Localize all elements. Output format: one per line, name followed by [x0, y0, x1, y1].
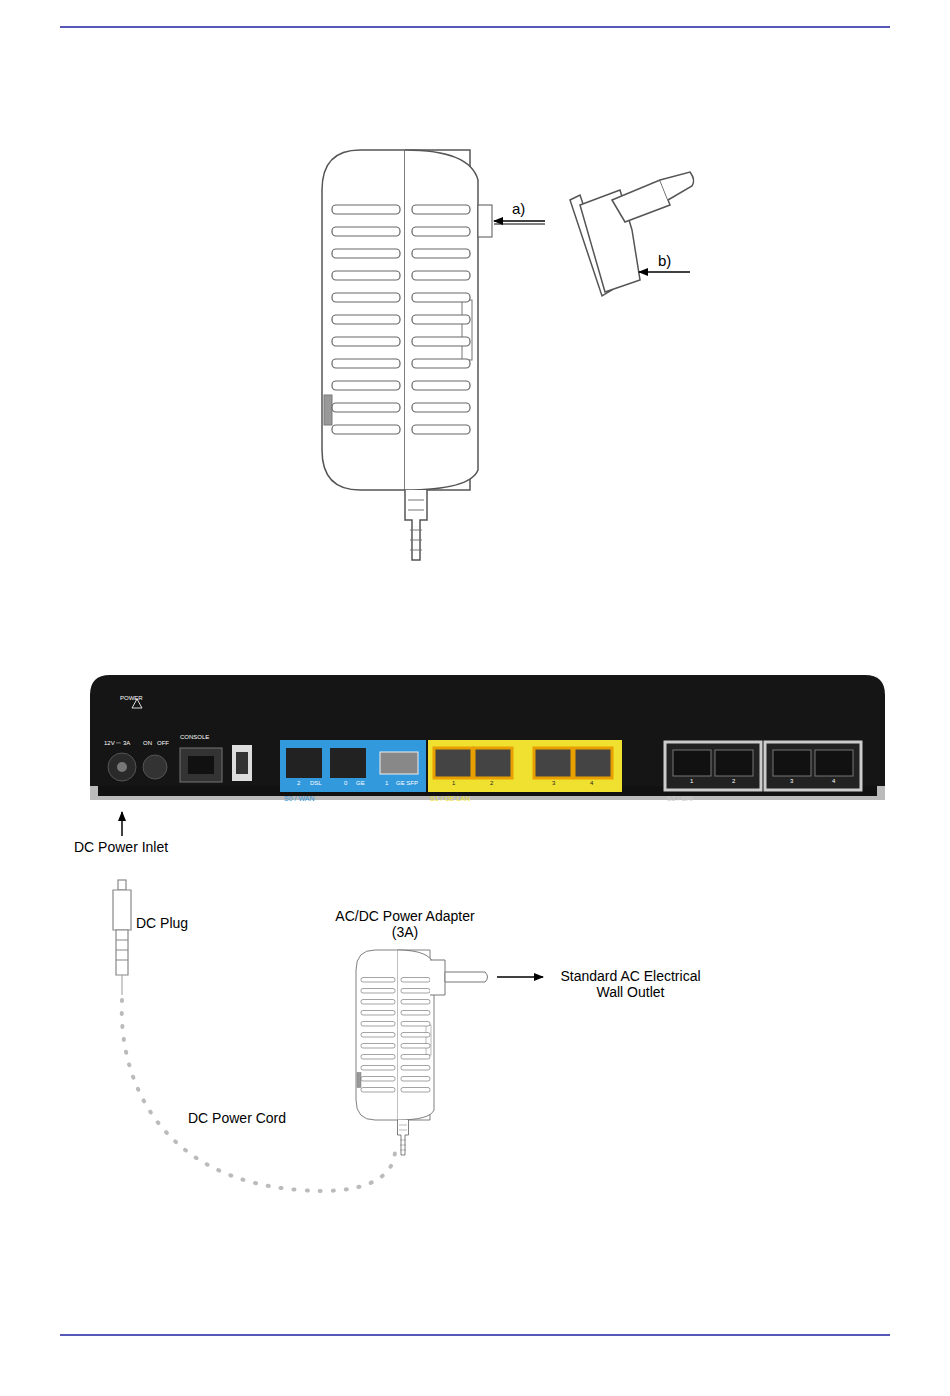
- port-number: 2: [732, 778, 735, 785]
- port-number: 3: [552, 780, 555, 787]
- panel-text: ON: [143, 740, 152, 747]
- port-number: 2: [297, 780, 300, 787]
- port-group-label: S2 / BRI: [667, 795, 693, 803]
- port-number: 3: [790, 778, 793, 785]
- callout-label: AC/DC Power Adapter (3A): [330, 908, 480, 940]
- port-number: 1: [690, 778, 693, 785]
- port-group-label: S1 / GE LAN: [430, 795, 470, 803]
- callout-label: DC Power Cord: [188, 1110, 286, 1126]
- port-number: 4: [832, 778, 835, 785]
- port-number: DSL: [310, 780, 322, 787]
- port-group-label: S0 / WAN: [284, 795, 314, 803]
- port-number: 1: [452, 780, 455, 787]
- port-number: 1: [385, 780, 388, 787]
- port-number: GE: [356, 780, 365, 787]
- port-number: 0: [344, 780, 347, 787]
- port-number: 2: [490, 780, 493, 787]
- panel-text: CONSOLE: [180, 734, 209, 741]
- panel-text: OFF: [157, 740, 169, 747]
- callout-label: Standard AC Electrical Wall Outlet: [548, 968, 713, 1000]
- part-letter: a): [512, 200, 525, 217]
- panel-text: 12V ⎓ 3A: [104, 740, 130, 747]
- port-number: 4: [590, 780, 593, 787]
- panel-text: POWER: [120, 695, 143, 702]
- callout-label: DC Power Inlet: [74, 839, 168, 855]
- callout-label: DC Plug: [136, 915, 188, 931]
- part-letter: b): [658, 252, 671, 269]
- port-number: GE SFP: [396, 780, 418, 787]
